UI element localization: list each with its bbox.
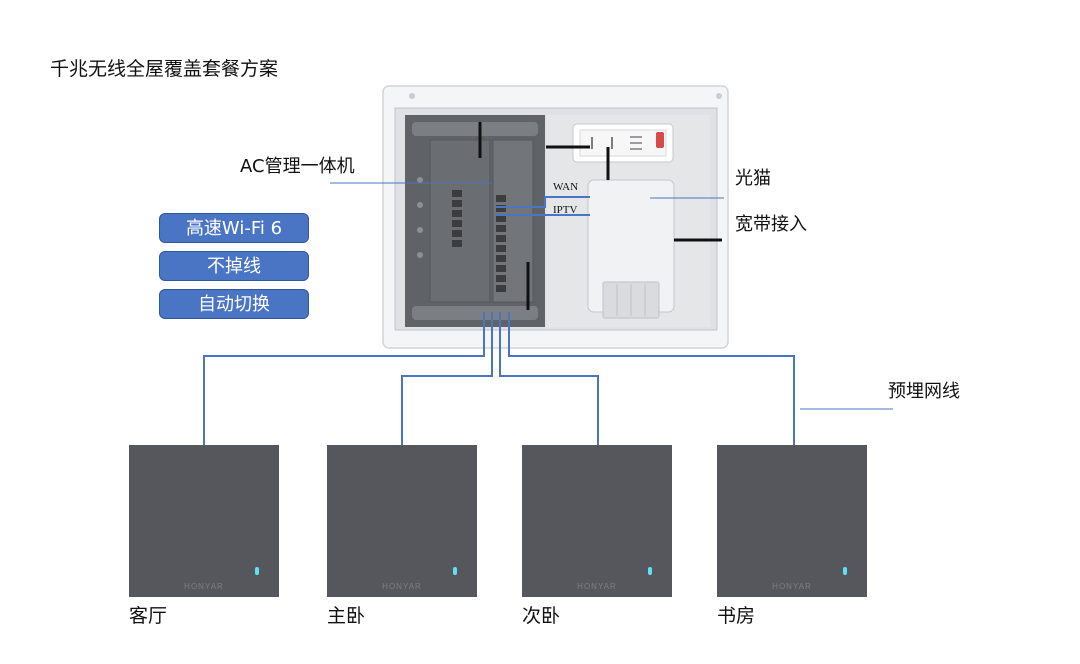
ap-brand: HONYAR <box>772 582 812 591</box>
iptv-port-label: IPTV <box>553 204 578 216</box>
cable-label: 预埋网线 <box>888 381 960 402</box>
access-point-master-bedroom: HONYAR <box>327 445 477 597</box>
embedded-cable-runs <box>203 312 795 445</box>
modem-label: 光猫 <box>735 168 771 189</box>
led-indicator-icon <box>453 567 457 575</box>
diagram-title: 千兆无线全屋覆盖套餐方案 <box>50 58 279 80</box>
room-label-study: 书房 <box>717 605 756 627</box>
ac-unit-label: AC管理一体机 <box>240 156 355 177</box>
led-indicator-icon <box>648 567 652 575</box>
room-label-master-bedroom: 主卧 <box>327 605 366 627</box>
feature-badge-wifi6: 高速Wi-Fi 6 <box>159 213 309 243</box>
led-indicator-icon <box>843 567 847 575</box>
led-indicator-icon <box>255 567 259 575</box>
room-label-second-bedroom: 次卧 <box>522 605 561 627</box>
access-point-second-bedroom: HONYAR <box>522 445 672 597</box>
ap-brand: HONYAR <box>184 582 224 591</box>
access-point-study: HONYAR <box>717 445 867 597</box>
feature-badge-auto-switch: 自动切换 <box>159 289 309 319</box>
feature-badge-stable: 不掉线 <box>159 251 309 281</box>
room-label-living-room: 客厅 <box>129 605 168 627</box>
access-point-living-room: HONYAR <box>129 445 279 597</box>
ap-brand: HONYAR <box>382 582 422 591</box>
broadband-label: 宽带接入 <box>735 214 807 235</box>
ap-brand: HONYAR <box>577 582 617 591</box>
wan-port-label: WAN <box>553 181 579 193</box>
